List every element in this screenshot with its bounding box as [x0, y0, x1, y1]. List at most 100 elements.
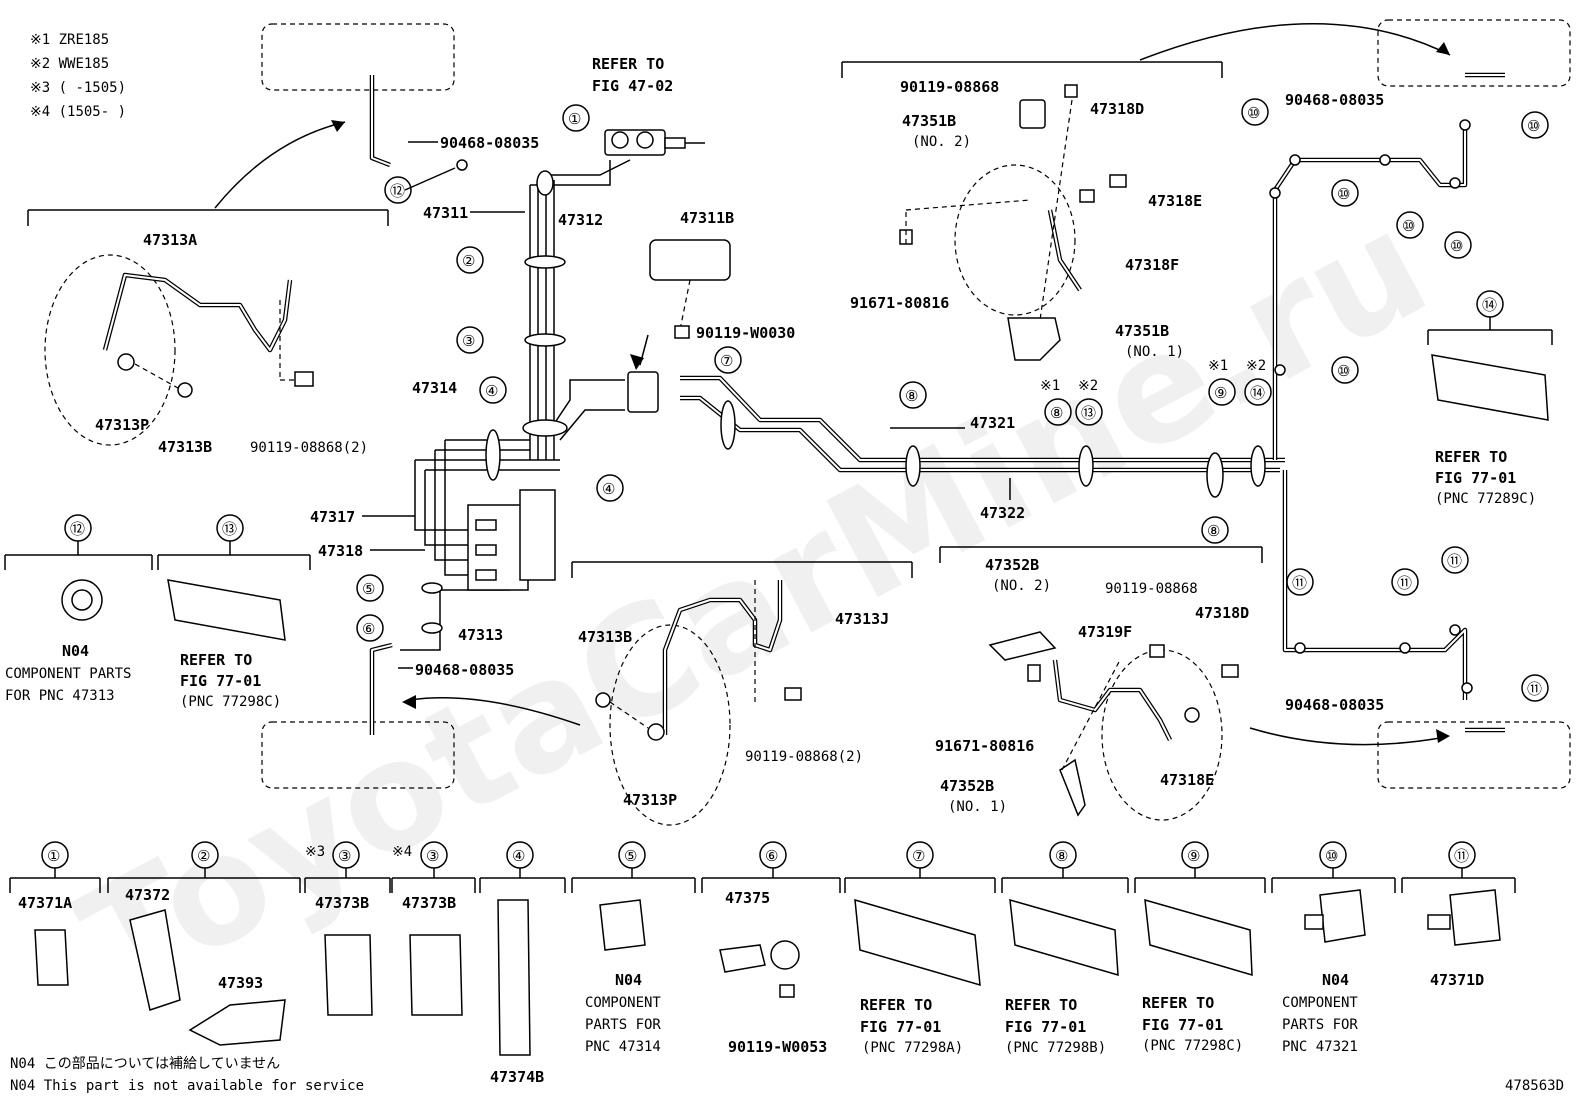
- box12-code: N04: [62, 642, 89, 660]
- callout-1: ①: [562, 104, 590, 132]
- part-90119-W0053: 90119-W0053: [728, 1038, 827, 1056]
- svg-text:②: ②: [462, 252, 475, 270]
- svg-text:⑬: ⑬: [1081, 404, 1096, 422]
- svg-text:⑩: ⑩: [1527, 117, 1540, 135]
- svg-text:④: ④: [602, 480, 615, 498]
- box14-line2: FIG 77-01: [1435, 469, 1516, 487]
- box14-line3: (PNC 77289C): [1435, 491, 1536, 507]
- svg-text:⑥: ⑥: [765, 847, 778, 865]
- box10-line3: PNC 47321: [1282, 1039, 1358, 1055]
- box5-line1: COMPONENT: [585, 995, 661, 1011]
- rear-left-hose-assembly: [571, 561, 913, 826]
- figure-id: 478563D: [1505, 1078, 1564, 1094]
- direction-arrows: [214, 22, 1451, 746]
- box7-line3: (PNC 77298A): [862, 1040, 963, 1056]
- callout-13b: ⑬: [216, 514, 244, 542]
- part-90119-08868-2-mid: 90119-08868(2): [745, 749, 863, 765]
- callout-10a: ⑩: [1241, 98, 1269, 126]
- part-47317: 47317: [310, 508, 355, 526]
- box8-line1: REFER TO: [1005, 996, 1077, 1014]
- callout-9a: ⑨: [1208, 378, 1236, 406]
- part-47351B-no1-sub: (NO. 1): [1125, 344, 1184, 360]
- variant-notes: ※1 ZRE185 ※2 WWE185 ※3 ( -1505) ※4 (1505…: [30, 32, 126, 120]
- note-2: ※2 WWE185: [30, 56, 109, 72]
- callout-14a: ⑭: [1244, 378, 1272, 406]
- box5-line3: PNC 47314: [585, 1039, 661, 1055]
- footer-en: N04 This part is not available for servi…: [10, 1078, 364, 1094]
- svg-text:⑭: ⑭: [1482, 296, 1497, 314]
- callout-5: ⑤: [356, 574, 384, 602]
- svg-text:⑦: ⑦: [912, 847, 925, 865]
- svg-text:⑩: ⑩: [1337, 185, 1350, 203]
- callout-12b: ⑫: [64, 514, 92, 542]
- box13-line1: REFER TO: [180, 651, 252, 669]
- box8-line3: (PNC 77298B): [1005, 1040, 1106, 1056]
- part-47314: 47314: [412, 379, 457, 397]
- svg-text:④: ④: [512, 847, 525, 865]
- svg-text:⑪: ⑪: [1527, 680, 1542, 698]
- bottom-item-4: ④ 47374B: [479, 841, 566, 1086]
- bottom-parts-row: ① 47371A ② 47372 47393 ※3 ③ 47373B ※4 ③: [9, 841, 1516, 1086]
- part-47313B-left: 47313B: [158, 438, 212, 456]
- top-right-bracket-assembly: [841, 61, 1223, 361]
- callout-11d: ⑪: [1521, 674, 1549, 702]
- svg-text:⑩: ⑩: [1337, 362, 1350, 380]
- bottom-item-3a: ※3 ③ 47373B: [304, 841, 391, 1016]
- part-47318E-bottom-right: 47318E: [1160, 771, 1214, 789]
- svg-text:⑫: ⑫: [70, 520, 85, 538]
- part-91671-80816-bottom-right: 91671-80816: [935, 737, 1034, 755]
- callout-12: ⑫: [384, 176, 412, 204]
- svg-text:⑪: ⑪: [1454, 847, 1469, 865]
- callout-4a: ④: [479, 376, 507, 404]
- svg-text:⑨: ⑨: [1214, 384, 1227, 402]
- ref-box-top-right: [1377, 19, 1571, 87]
- callout-10e: ⑩: [1521, 111, 1549, 139]
- part-labels: 47313A 47313P 47313B 90119-08868(2) 9046…: [95, 78, 1384, 815]
- part-47312: 47312: [558, 211, 603, 229]
- part-47351B-no1: 47351B: [1115, 322, 1169, 340]
- mark-ref-2b: ※2: [1246, 358, 1266, 374]
- part-91671-80816-top-right: 91671-80816: [850, 294, 949, 312]
- ref-box-top-left: [261, 23, 455, 91]
- part-47313A: 47313A: [143, 231, 197, 249]
- svg-text:⑧: ⑧: [905, 387, 918, 405]
- bottom-item-8: ⑧ REFER TO FIG 77-01 (PNC 77298B): [1001, 841, 1129, 1056]
- mark-ref-1: ※1: [1040, 378, 1060, 394]
- union-fitting: [627, 239, 731, 413]
- part-90468-08035-bottom-right: 90468-08035: [1285, 696, 1384, 714]
- part-47373B-a: 47373B: [315, 894, 369, 912]
- ref-box-bottom-right: [1377, 721, 1571, 789]
- box7-line1: REFER TO: [860, 996, 932, 1014]
- callout-3: ③: [456, 326, 484, 354]
- callout-11c: ⑪: [1441, 546, 1469, 574]
- svg-text:⑭: ⑭: [1250, 384, 1265, 402]
- svg-text:⑪: ⑪: [1397, 574, 1412, 592]
- part-47351B-no2: 47351B: [902, 112, 956, 130]
- part-90468-08035-top-left: 90468-08035: [440, 134, 539, 152]
- box14-line1: REFER TO: [1435, 448, 1507, 466]
- box7-line2: FIG 77-01: [860, 1018, 941, 1036]
- callout-14b: ⑭: [1476, 290, 1504, 318]
- bottom-item-10: ⑩ N04 COMPONENT PARTS FOR PNC 47321: [1271, 841, 1396, 1055]
- svg-text:②: ②: [197, 847, 210, 865]
- bottom-item-6: ⑥ 47375 90119-W0053: [701, 841, 841, 1056]
- part-47393: 47393: [218, 974, 263, 992]
- box12-line1: COMPONENT PARTS: [5, 666, 131, 682]
- svg-text:⑧: ⑧: [1050, 404, 1063, 422]
- part-47352B-no1: 47352B: [940, 777, 994, 795]
- svg-text:⑪: ⑪: [1447, 552, 1462, 570]
- bottom-item-1: ① 47371A: [9, 841, 101, 986]
- callout-7: ⑦: [714, 346, 742, 374]
- bottom-right-bracket-assembly: [939, 546, 1263, 821]
- svg-text:①: ①: [47, 847, 60, 865]
- pipe-clips: [421, 119, 1473, 694]
- part-47313P-mid: 47313P: [623, 791, 677, 809]
- callout-8a: ⑧: [899, 381, 927, 409]
- part-47311: 47311: [423, 204, 468, 222]
- svg-text:⑩: ⑩: [1402, 217, 1415, 235]
- svg-text:⑧: ⑧: [1207, 522, 1220, 540]
- part-47352B-no1-sub: (NO. 1): [948, 799, 1007, 815]
- part-47311B: 47311B: [680, 209, 734, 227]
- box13-line3: (PNC 77298C): [180, 694, 281, 710]
